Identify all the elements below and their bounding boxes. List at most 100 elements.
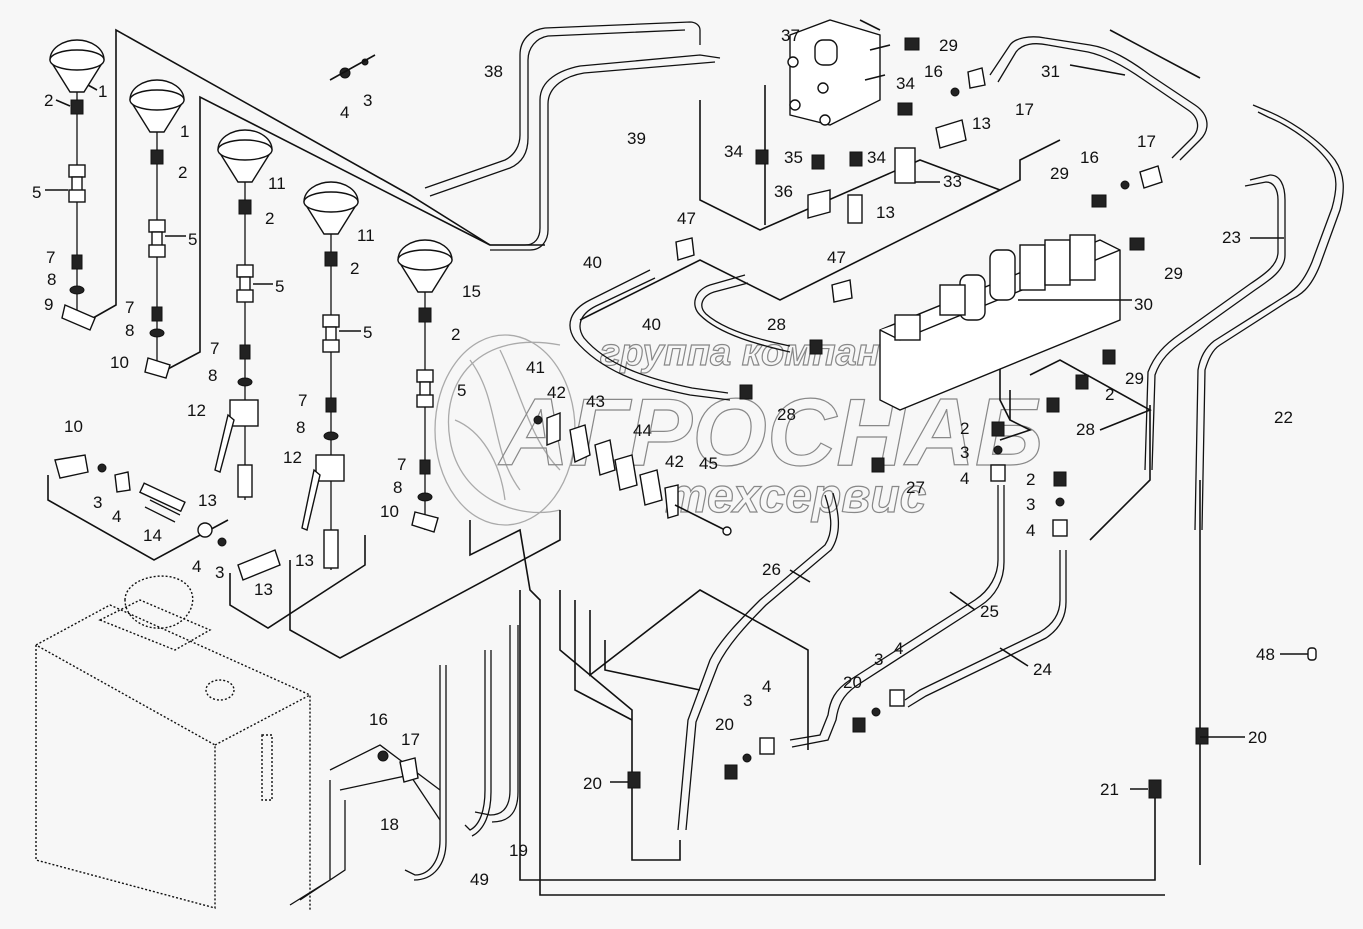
callout-5: 5 <box>188 230 197 249</box>
accumulator-11b <box>303 181 359 235</box>
callout-7: 7 <box>298 391 307 410</box>
callout-34: 34 <box>724 142 743 161</box>
callout-35: 35 <box>784 148 803 167</box>
callout-11: 11 <box>268 174 286 193</box>
callout-43: 43 <box>586 392 605 411</box>
callout-16: 16 <box>1080 148 1099 167</box>
callout-20: 20 <box>715 715 734 734</box>
callout-48: 48 <box>1256 645 1275 664</box>
callout-2: 2 <box>1026 470 1035 489</box>
callout-28: 28 <box>767 315 786 334</box>
callout-28: 28 <box>777 405 796 424</box>
callout-1: 1 <box>98 82 107 101</box>
callout-20: 20 <box>843 673 862 692</box>
callout-10: 10 <box>110 353 129 372</box>
callout-5: 5 <box>363 323 372 342</box>
callout-3: 3 <box>743 691 752 710</box>
tube-49 <box>464 650 486 831</box>
tube-18 <box>404 665 441 876</box>
tube-40a <box>569 269 731 401</box>
callout-21: 21 <box>1100 780 1119 799</box>
callout-29: 29 <box>1164 264 1183 283</box>
callout-11: 11 <box>357 226 375 245</box>
callout-17: 17 <box>1015 100 1034 119</box>
callout-3: 3 <box>874 650 883 669</box>
callout-42: 42 <box>665 452 684 471</box>
callout-2: 2 <box>350 259 359 278</box>
callout-5: 5 <box>275 277 284 296</box>
callout-3: 3 <box>363 91 372 110</box>
misc-fittings <box>329 37 1317 799</box>
callout-2: 2 <box>178 163 187 182</box>
hydraulic-tank <box>35 575 311 910</box>
callout-13: 13 <box>198 491 217 510</box>
clamp-assembly <box>533 411 732 536</box>
label-leaders <box>45 64 1308 790</box>
callout-39: 39 <box>627 129 646 148</box>
callout-4: 4 <box>192 557 201 576</box>
watermark: группа компаний АГРОСНАБ техсервис <box>434 331 1044 526</box>
accumulator-11a <box>217 129 273 183</box>
tube-23 <box>1151 174 1286 471</box>
callout-16: 16 <box>369 710 388 729</box>
callout-8: 8 <box>125 321 134 340</box>
callout-14: 14 <box>143 526 162 545</box>
callout-2: 2 <box>451 325 460 344</box>
callout-13: 13 <box>254 580 273 599</box>
callout-20: 20 <box>1248 728 1267 747</box>
accumulator-1a <box>49 39 105 93</box>
callout-8: 8 <box>47 270 56 289</box>
callout-7: 7 <box>397 455 406 474</box>
callout-31: 31 <box>1041 62 1060 81</box>
callout-30: 30 <box>1134 295 1153 314</box>
callout-19: 19 <box>509 841 528 860</box>
tube-38 <box>424 21 701 189</box>
callout-3: 3 <box>1026 495 1035 514</box>
callout-49: 49 <box>470 870 489 889</box>
callout-7: 7 <box>125 298 134 317</box>
callout-4: 4 <box>960 469 969 488</box>
callout-24: 24 <box>1033 660 1052 679</box>
callout-40: 40 <box>642 315 661 334</box>
callout-2: 2 <box>960 419 969 438</box>
callout-34: 34 <box>867 148 886 167</box>
callout-29: 29 <box>1125 369 1144 388</box>
callout-28: 28 <box>1076 420 1095 439</box>
callout-33: 33 <box>943 172 962 191</box>
callout-22: 22 <box>1274 408 1293 427</box>
callout-40: 40 <box>583 253 602 272</box>
callout-4: 4 <box>340 103 349 122</box>
callout-7: 7 <box>210 339 219 358</box>
tube-25 <box>789 485 999 741</box>
callout-10: 10 <box>380 502 399 521</box>
tube-26 <box>677 494 832 831</box>
callout-3: 3 <box>93 493 102 512</box>
callout-4: 4 <box>1026 521 1035 540</box>
callout-1: 1 <box>180 122 189 141</box>
callout-47: 47 <box>677 209 696 228</box>
callout-8: 8 <box>208 366 217 385</box>
tube-22 <box>1201 104 1344 531</box>
callout-2: 2 <box>1105 385 1114 404</box>
callout-34: 34 <box>896 74 915 93</box>
callout-8: 8 <box>296 418 305 437</box>
callout-5: 5 <box>457 381 466 400</box>
callout-27: 27 <box>906 478 925 497</box>
callout-38: 38 <box>484 62 503 81</box>
callout-13: 13 <box>295 551 314 570</box>
callout-12: 12 <box>187 401 206 420</box>
callout-9: 9 <box>44 295 53 314</box>
callout-4: 4 <box>894 639 903 658</box>
callout-25: 25 <box>980 602 999 621</box>
callout-4: 4 <box>112 507 121 526</box>
callout-8: 8 <box>393 478 402 497</box>
callout-37: 37 <box>781 26 800 45</box>
watermark-line2: АГРОСНАБ <box>498 379 1043 486</box>
callout-2: 2 <box>44 91 53 110</box>
watermark-line3: техсервис <box>665 470 926 523</box>
callout-47: 47 <box>827 248 846 267</box>
callout-15: 15 <box>462 282 481 301</box>
tube-39 <box>490 54 721 246</box>
callout-2: 2 <box>265 209 274 228</box>
